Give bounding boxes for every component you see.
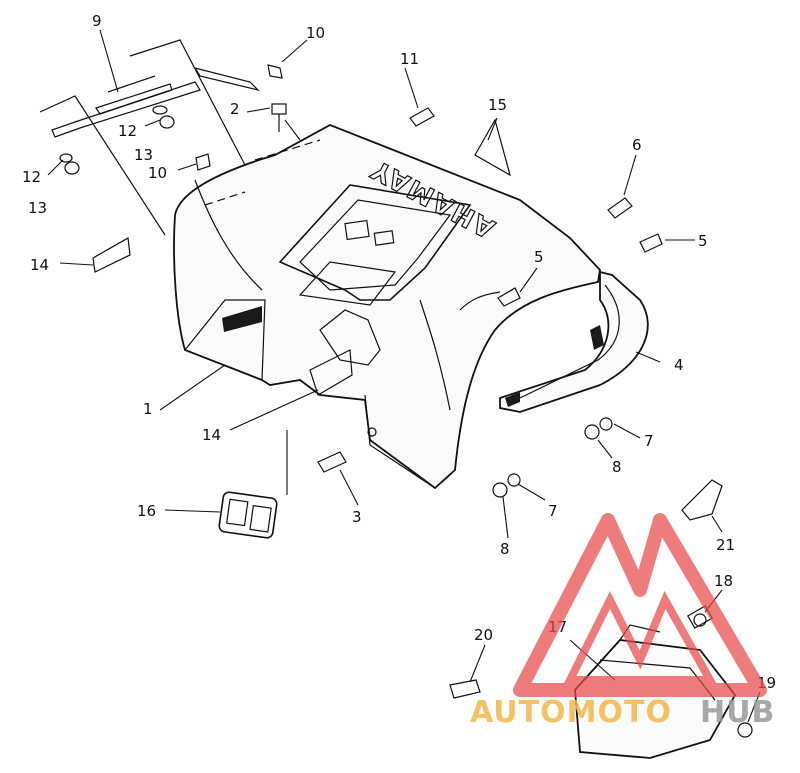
callout-8-right: 8 bbox=[612, 458, 622, 476]
watermark-triangle-inner bbox=[563, 590, 717, 684]
watermark-text-right: HUB bbox=[700, 695, 775, 730]
callout-1: 1 bbox=[143, 400, 153, 418]
callout-2: 2 bbox=[230, 100, 240, 118]
callout-8-center: 8 bbox=[500, 540, 510, 558]
part-9-strips bbox=[39, 39, 260, 236]
callout-15: 15 bbox=[488, 96, 507, 114]
callout-21: 21 bbox=[716, 536, 735, 554]
callout-3: 3 bbox=[352, 508, 362, 526]
callout-6: 6 bbox=[632, 136, 642, 154]
callout-13-lower: 13 bbox=[28, 199, 47, 217]
callout-12-upper: 12 bbox=[118, 122, 137, 140]
callout-7-right: 7 bbox=[644, 432, 654, 450]
callout-5-right: 5 bbox=[698, 232, 708, 250]
watermark-text-left: AUTOMOTO bbox=[470, 695, 672, 730]
callout-10-left: 10 bbox=[148, 164, 167, 182]
callout-14-center: 14 bbox=[202, 426, 221, 444]
callout-11: 11 bbox=[400, 50, 419, 68]
callout-18: 18 bbox=[714, 572, 733, 590]
watermark-triangle-outer bbox=[513, 513, 767, 697]
small-parts bbox=[92, 118, 511, 699]
callout-7-center: 7 bbox=[548, 502, 558, 520]
callout-16: 16 bbox=[137, 502, 156, 520]
callout-10: 10 bbox=[306, 24, 325, 42]
part-1-fender bbox=[173, 124, 601, 490]
part-4-guard bbox=[499, 270, 649, 413]
callout-14-left: 14 bbox=[30, 256, 49, 274]
callout-5-center: 5 bbox=[534, 248, 544, 266]
callout-12-lower: 12 bbox=[22, 168, 41, 186]
callout-4: 4 bbox=[674, 356, 684, 374]
callout-9: 9 bbox=[92, 12, 102, 30]
fasteners bbox=[59, 64, 723, 521]
leader-lines bbox=[47, 29, 761, 723]
watermark-logo bbox=[513, 513, 767, 697]
callout-20: 20 bbox=[474, 626, 493, 644]
callout-13-upper: 13 bbox=[134, 146, 153, 164]
